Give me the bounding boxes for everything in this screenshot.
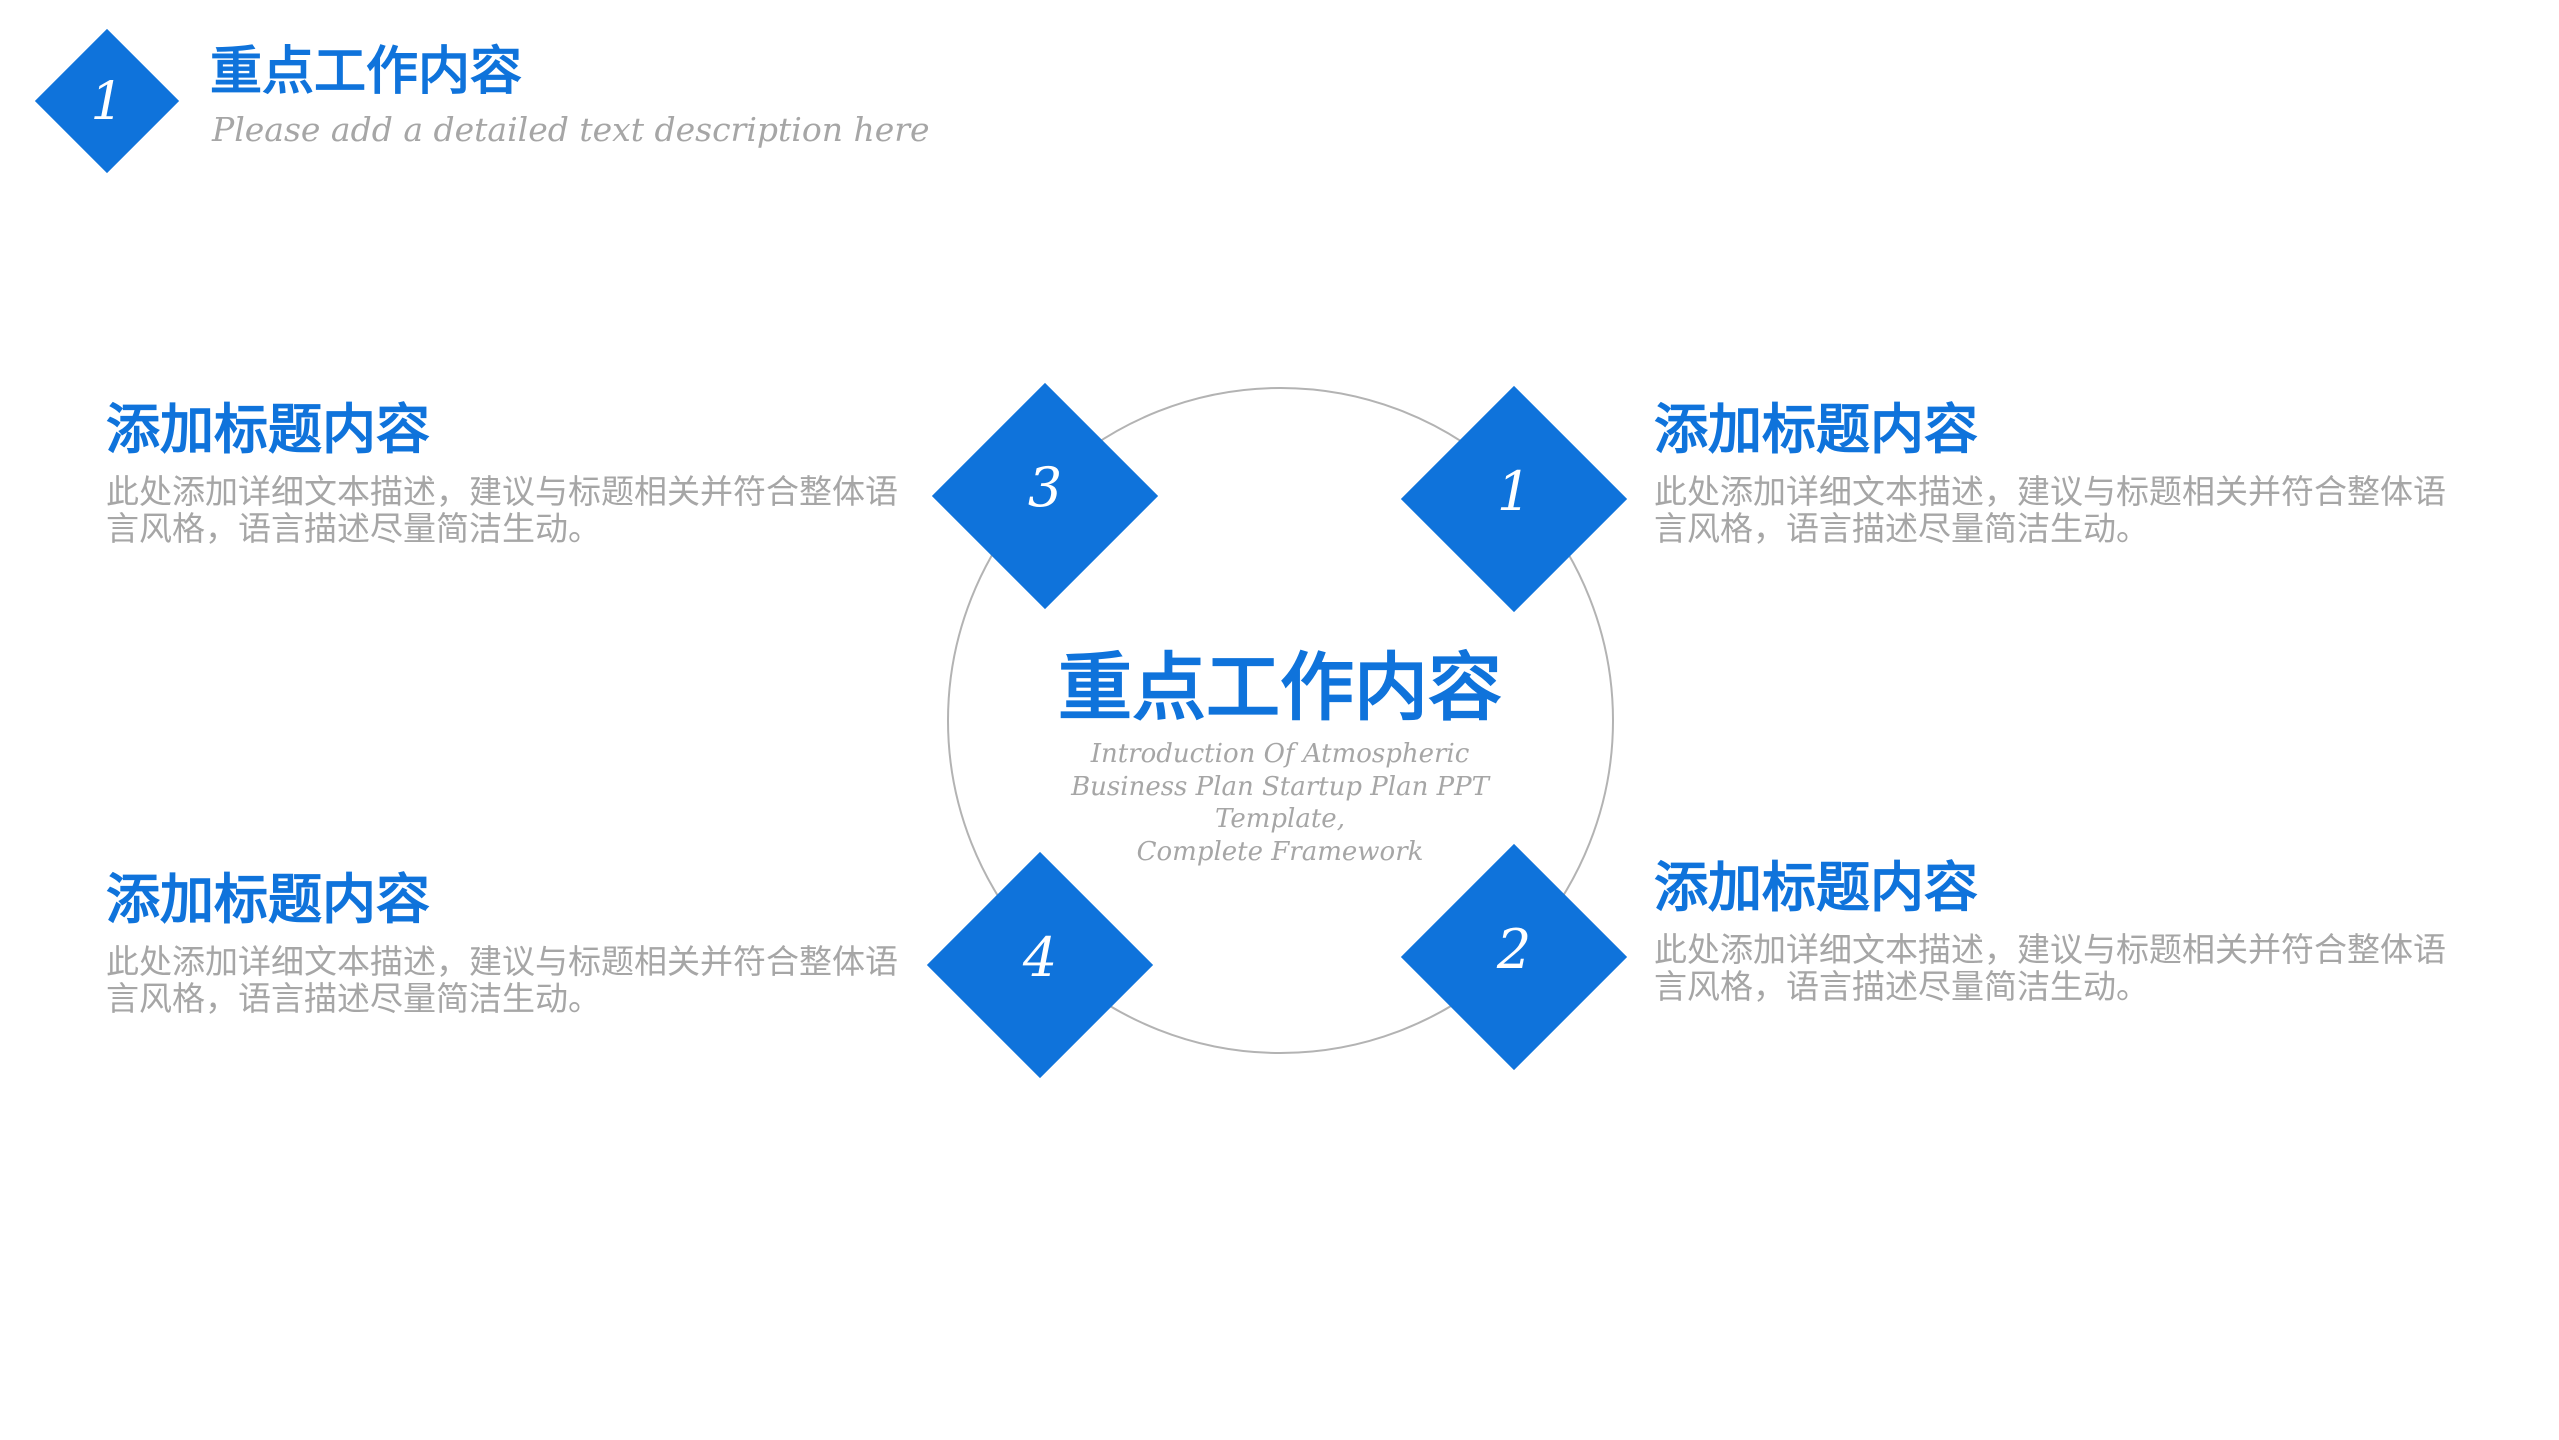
center-subtitle-line: Business Plan Startup Plan PPT [1071, 771, 1489, 802]
block-title: 添加标题内容 [106, 870, 430, 930]
center-title: 重点工作内容 [1058, 646, 1502, 729]
header-badge-number: 1 [90, 72, 124, 132]
block-body: 此处添加详细文本描述，建议与标题相关并符合整体语言风格，语言描述尽量简洁生动。 [106, 943, 898, 1017]
page-title: 重点工作内容 [210, 43, 523, 101]
text-block-top-left: 添加标题内容 此处添加详细文本描述，建议与标题相关并符合整体语言风格，语言描述尽… [106, 397, 926, 547]
text-block-top-right: 添加标题内容 此处添加详细文本描述，建议与标题相关并符合整体语言风格，语言描述尽… [1654, 397, 2474, 547]
diamond-1-number: 1 [1496, 460, 1532, 523]
diamond-3-number: 3 [1027, 456, 1063, 519]
text-block-bottom-right: 添加标题内容 此处添加详细文本描述，建议与标题相关并符合整体语言风格，语言描述尽… [1654, 855, 2474, 1005]
diamond-4-number: 4 [1022, 926, 1058, 989]
block-body: 此处添加详细文本描述，建议与标题相关并符合整体语言风格，语言描述尽量简洁生动。 [106, 473, 898, 547]
block-body: 此处添加详细文本描述，建议与标题相关并符合整体语言风格，语言描述尽量简洁生动。 [1654, 931, 2446, 1005]
center-subtitle-line: Introduction Of Atmospheric [1090, 739, 1470, 769]
center-subtitle-line: Template, [1215, 804, 1345, 834]
center-ring [947, 387, 1614, 1054]
block-title: 添加标题内容 [106, 400, 430, 460]
diamond-2-number: 2 [1496, 918, 1532, 981]
block-title: 添加标题内容 [1654, 400, 1978, 460]
center-subtitle: Introduction Of Atmospheric Business Pla… [1030, 738, 1530, 868]
block-title: 添加标题内容 [1654, 858, 1978, 918]
center-subtitle-line: Complete Framework [1136, 836, 1424, 867]
block-body: 此处添加详细文本描述，建议与标题相关并符合整体语言风格，语言描述尽量简洁生动。 [1654, 473, 2446, 547]
page-subtitle: Please add a detailed text description h… [212, 110, 930, 149]
text-block-bottom-left: 添加标题内容 此处添加详细文本描述，建议与标题相关并符合整体语言风格，语言描述尽… [106, 867, 926, 1017]
